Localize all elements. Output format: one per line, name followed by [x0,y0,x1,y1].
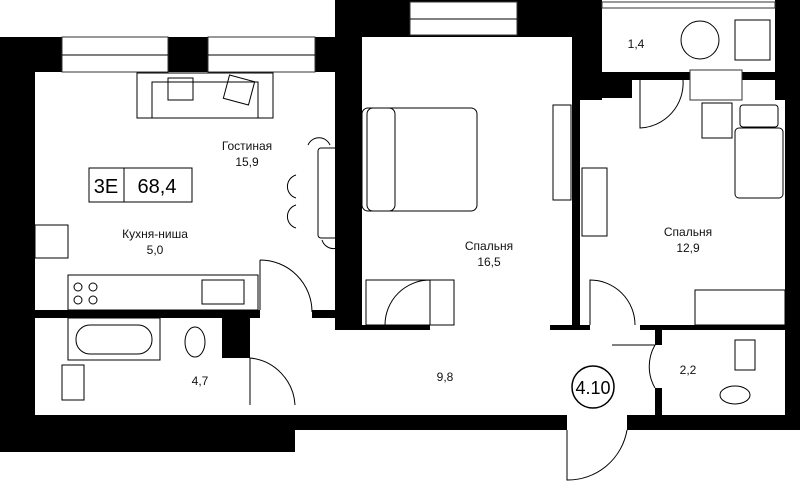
wc-area: 2,2 [680,363,697,377]
rooms-count-label: 3Е [94,176,118,198]
living-room-area: 15,9 [235,155,259,169]
bedroom-large-area: 16,5 [477,255,501,269]
living-room-name: Гостиная [222,139,272,153]
bedroom-small-area: 12,9 [676,241,700,255]
bedroom-small-name: Спальня [664,225,712,239]
hallway-area: 9,8 [437,370,454,384]
kitchen-name: Кухня-ниша [122,227,188,241]
furniture [34,19,786,405]
total-area: 68,4 [138,176,177,198]
windows [61,1,776,101]
area-badge: 3Е 68,4 [88,167,193,203]
apartment-number-badge: 4.10 [571,365,615,409]
balcony-area: 1,4 [628,37,645,51]
apartment-number: 4.10 [575,378,610,398]
bedroom-large-name: Спальня [465,239,513,253]
bathroom-area: 4,7 [192,374,209,388]
kitchen-area: 5,0 [147,243,164,257]
